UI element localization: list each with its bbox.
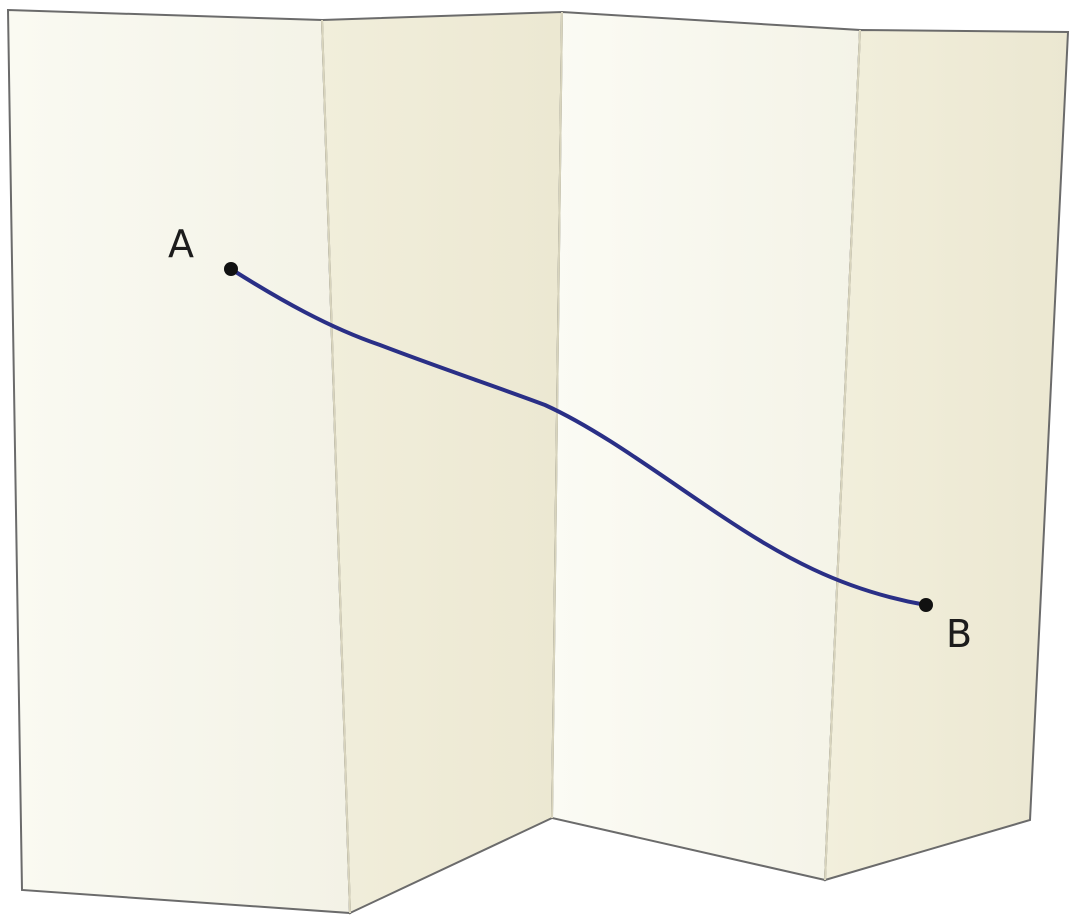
paper-panel-3: [550, 10, 862, 882]
point-b-dot: [919, 598, 933, 612]
fold-crease-1: [321, 19, 351, 914]
paper-panel-2: [320, 10, 564, 915]
paper-panel-4: [823, 28, 1070, 882]
point-a-dot: [224, 262, 238, 276]
point-b-label: B: [946, 612, 972, 656]
paper-panel-1: [6, 8, 352, 915]
path-a-to-b: [229, 267, 928, 607]
fold-crease-3: [824, 29, 861, 881]
fold-crease-2: [551, 11, 563, 819]
point-a-label: A: [168, 222, 194, 266]
